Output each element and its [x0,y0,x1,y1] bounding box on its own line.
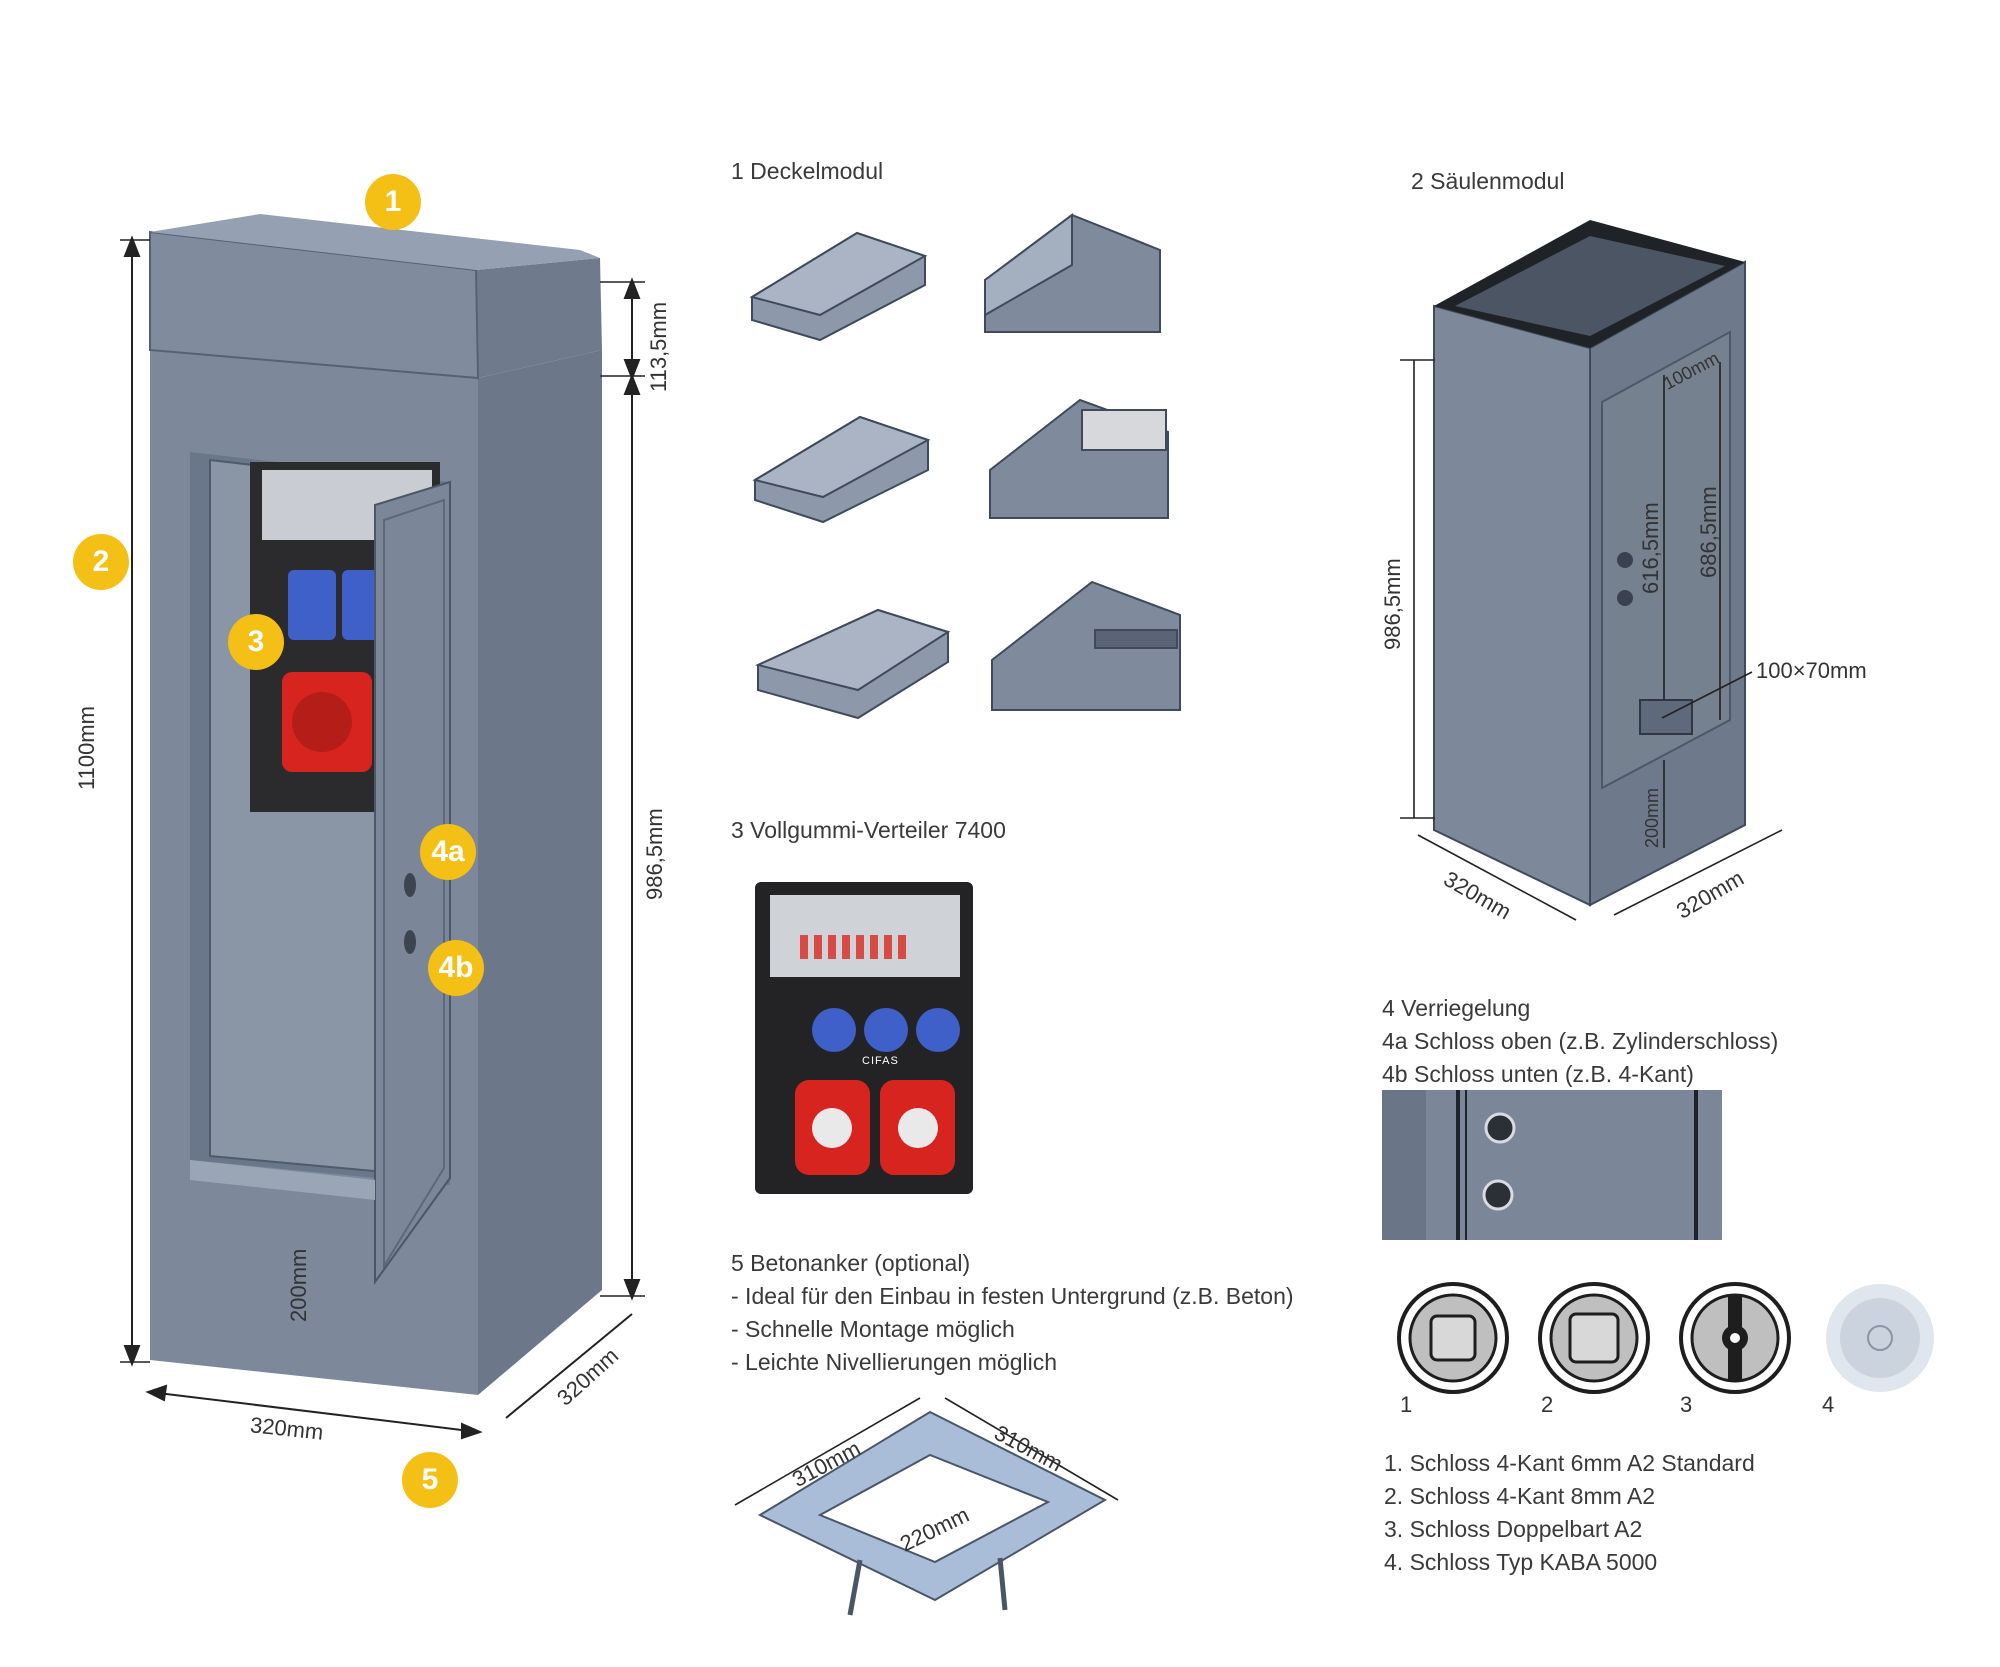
lock-type-item: 1. Schloss 4-Kant 6mm A2 Standard [1384,1450,1755,1476]
section5-title: 5 Betonanker (optional) [731,1250,971,1276]
section5-bullet: - Ideal für den Einbau in festen Untergr… [731,1283,1294,1309]
lock-type-item: 3. Schloss Doppelbart A2 [1384,1516,1643,1542]
col-dim-cutout: 100×70mm [1756,658,1867,683]
lock-type-item: 4. Schloss Typ KABA 5000 [1384,1549,1658,1575]
lock-type-item: 2. Schloss 4-Kant 8mm A2 [1384,1483,1656,1509]
section5-bullet: - Leichte Nivellierungen möglich [731,1349,1057,1375]
badge-5: 5 [402,1452,458,1508]
distributor-brand: CIFAS [862,1055,899,1067]
badge-2: 2 [73,534,129,590]
section4-line-a: 4a Schloss oben (z.B. Zylinderschloss) [1382,1028,1779,1054]
section4-line-b: 4b Schloss unten (z.B. 4-Kant) [1382,1061,1694,1087]
badge-3: 3 [228,614,284,670]
section5-text: 5 Betonanker (optional) - Ideal für den … [731,1250,1294,1382]
section2-title: 2 Säulenmodul [1411,168,1565,194]
badge-4a: 4a [420,824,476,880]
section3-title: 3 Vollgummi-Verteiler 7400 [731,817,1006,843]
section1-title: 1 Deckelmodul [731,158,884,184]
lock-number-2: 2 [1541,1392,1554,1417]
badge-4b: 4b [428,940,484,996]
section5-bullet: - Schnelle Montage möglich [731,1316,1015,1342]
section4-text: 4 Verriegelung 4a Schloss oben (z.B. Zyl… [1382,995,1778,1094]
lock-number-4: 4 [1822,1392,1835,1417]
lock-number-1: 1 [1400,1392,1413,1417]
lock-types-list: 1. Schloss 4-Kant 6mm A2 Standard 2. Sch… [1384,1450,1755,1582]
badge-1: 1 [365,174,421,230]
lock-number-3: 3 [1680,1392,1693,1417]
section4-title: 4 Verriegelung [1382,995,1531,1021]
